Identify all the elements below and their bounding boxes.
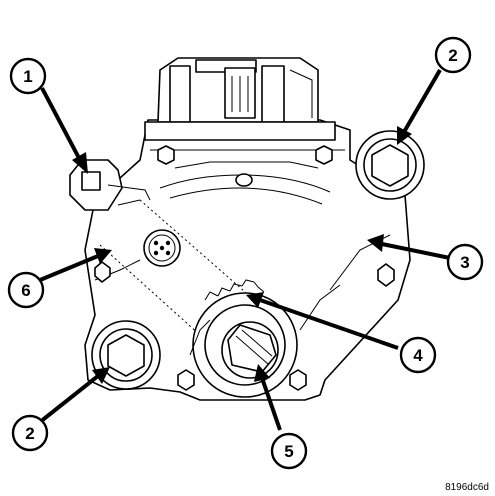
arrowhead-3 xyxy=(367,234,384,252)
callout-3: 3 xyxy=(446,243,484,281)
callout-2-upper: 2 xyxy=(434,36,472,74)
arrow-5 xyxy=(260,377,282,431)
arrowhead-4 xyxy=(246,292,264,308)
arrow-6 xyxy=(39,254,99,282)
flange-bosses xyxy=(157,145,333,187)
manual-shaft-assembly xyxy=(189,279,298,398)
selector-plate xyxy=(94,199,395,391)
mounting-bolt-lower xyxy=(91,320,161,390)
arrow-2-upper xyxy=(402,68,442,134)
arrow-3 xyxy=(381,242,451,260)
callout-2-upper-label: 2 xyxy=(448,46,457,65)
callout-4-label: 4 xyxy=(413,346,423,365)
callout-5: 5 xyxy=(270,432,308,470)
arrowhead-1 xyxy=(72,152,88,174)
arrowhead-2-upper xyxy=(397,126,412,145)
callout-1: 1 xyxy=(9,57,47,95)
arrowhead-6 xyxy=(94,248,112,264)
arrow-1 xyxy=(40,87,82,161)
arrow-2-lower xyxy=(38,374,100,424)
callout-1-label: 1 xyxy=(23,67,32,86)
arrow-4 xyxy=(259,298,399,350)
arrowhead-5 xyxy=(254,364,270,382)
electrical-connector xyxy=(144,57,336,141)
callout-2-lower: 2 xyxy=(11,414,49,452)
callout-5-label: 5 xyxy=(284,442,293,461)
callout-6-label: 6 xyxy=(21,281,30,300)
connector-clip-tab xyxy=(69,159,151,211)
callout-2-lower-label: 2 xyxy=(25,424,34,443)
callout-4: 4 xyxy=(399,336,437,374)
callout-6: 6 xyxy=(7,271,45,309)
callout-3-label: 3 xyxy=(460,253,469,272)
figure-id: 8196dc6d xyxy=(445,482,489,493)
arrowhead-2-lower xyxy=(92,367,110,384)
leader-arrows xyxy=(38,68,451,431)
mounting-bolt-upper xyxy=(355,130,425,200)
